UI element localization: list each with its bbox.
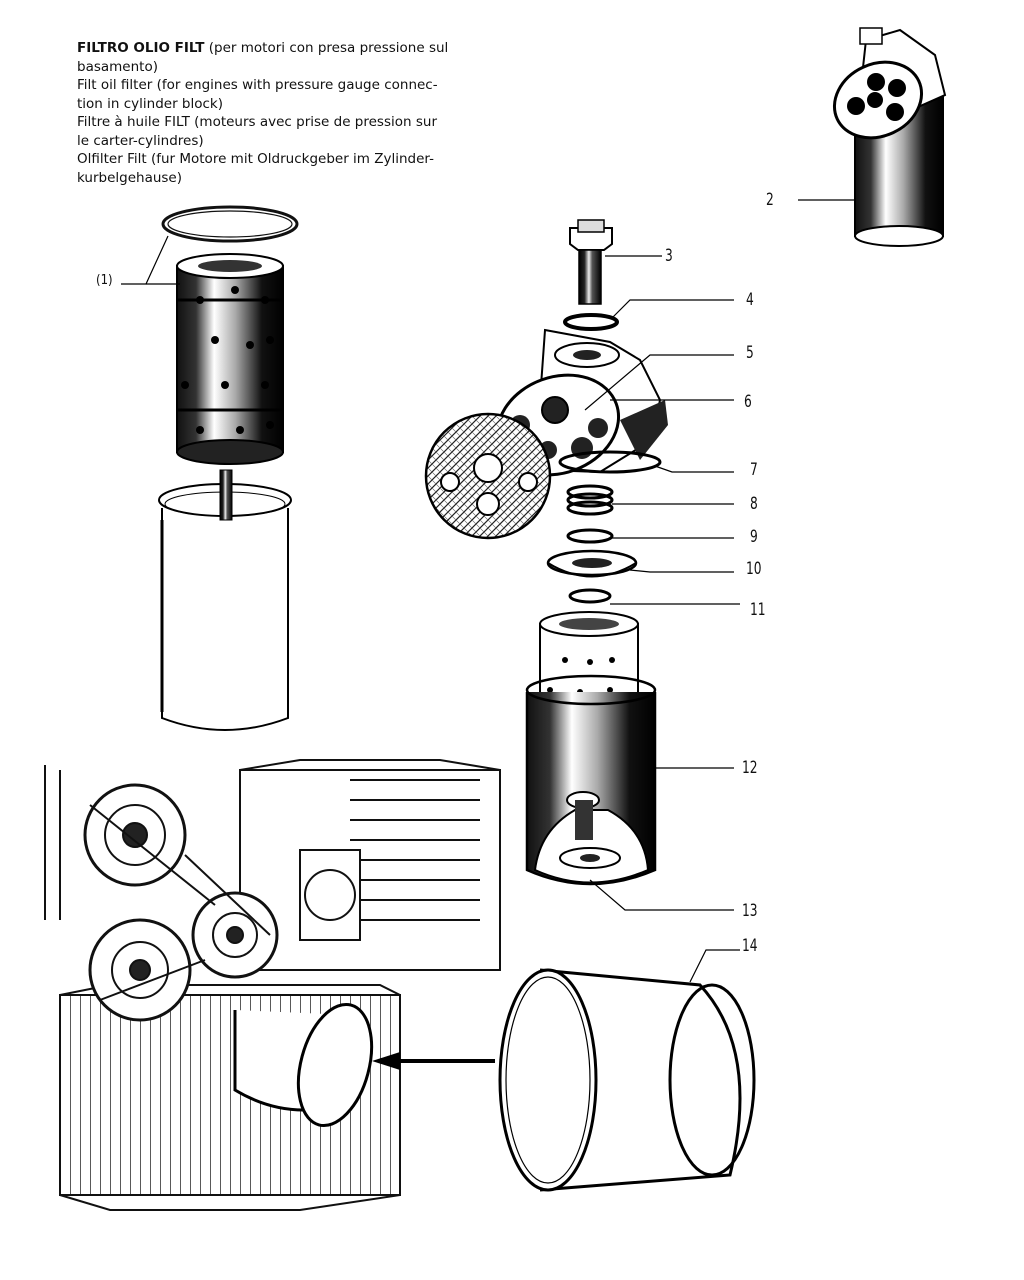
title-german-line1: Olfilter Filt (fur Motore mit Oldruckgeb… [77,151,434,167]
callout-7: 7 [750,460,758,480]
title-italian-rest: (per motori con presa pressione sul [204,40,449,56]
filter-element-bottom [176,439,284,465]
callout-6: 6 [744,392,752,412]
sealing-ring [161,205,299,243]
engine-illustration [44,759,501,1211]
callout-8: 8 [750,494,758,514]
filter-canister [161,508,289,731]
callout-10: 10 [746,559,762,579]
callout-1: (1) [96,273,113,288]
title-french-line1: Filtre à huile FILT (moteurs avec prise … [77,114,437,130]
filter-element-body [176,265,284,453]
title-italian-bold: FILTRO OLIO FILT [77,40,205,56]
filter-element-hole [198,260,262,272]
spring-8 [566,484,614,516]
gasket-7 [558,450,662,474]
title-english-line1: Filt oil filter (for engines with pressu… [77,77,438,93]
title-german-line2: kurbelgehause) [77,169,183,186]
filter-bowl-12 [525,611,657,886]
callout-4: 4 [746,290,754,310]
callout-9: 9 [750,527,758,547]
callout-14: 14 [742,936,758,956]
mesh-plate-5 [424,412,552,540]
title-block: FILTRO OLIO FILT (per motori con presa p… [77,39,507,187]
callout-11: 11 [750,600,766,620]
callout-5: 5 [746,343,754,363]
ring-11 [568,588,612,604]
filter-head-6 [495,328,668,477]
callout-12: 12 [742,758,758,778]
sealing-ring-inner [167,210,293,238]
callout-13: 13 [742,901,758,921]
title-italian: FILTRO OLIO FILT (per motori con presa p… [77,39,507,58]
title-french-line2: le carter-cylindres) [77,132,204,149]
callout-3: 3 [665,246,673,266]
ring-9 [566,528,614,544]
callout-2: 2 [766,190,774,210]
filter-element-assembly [121,205,299,731]
canister-stud [219,469,233,521]
bolt-3 [569,219,613,305]
title-italian-line2: basamento) [77,58,158,75]
complete-filter-assembly [832,27,947,247]
spin-on-filter-14 [498,968,756,1192]
title-english-line2: tion in cylinder block) [77,95,224,112]
pointer-arrow [372,1052,495,1070]
cup-10 [546,549,638,578]
washer-4 [563,313,619,331]
